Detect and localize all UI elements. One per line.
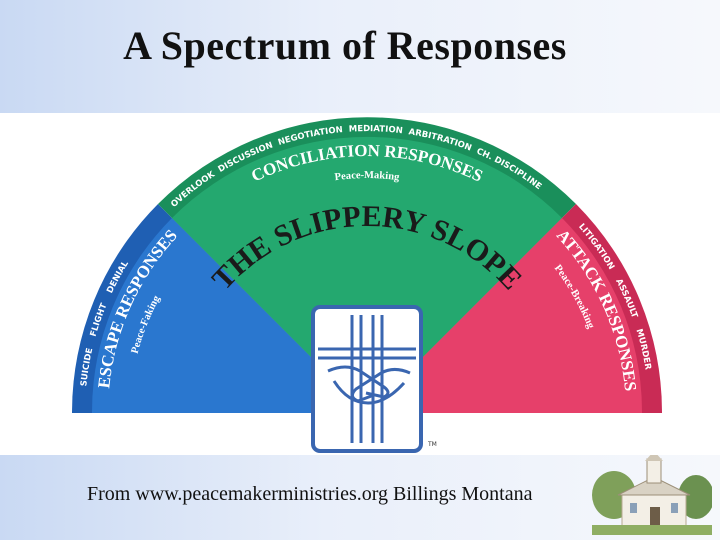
trademark-mark: TM — [427, 441, 437, 448]
church-photo — [592, 455, 712, 535]
source-credit: From www.peacemakerministries.org Billin… — [87, 483, 533, 505]
attack-sector — [367, 218, 643, 413]
cross-handshake-logo-icon: TM — [311, 305, 437, 453]
conciliation-sector — [172, 136, 562, 413]
escape-sector — [91, 218, 367, 413]
slippery-slope-diagram: SUICIDE FLIGHT DENIAL OVERLOOK DISCUSSIO… — [0, 113, 720, 455]
slippery-slope-svg: SUICIDE FLIGHT DENIAL OVERLOOK DISCUSSIO… — [71, 117, 663, 453]
conciliation-subtitle: Peace-Making — [334, 170, 401, 183]
slide-title: A Spectrum of Responses — [123, 23, 567, 68]
